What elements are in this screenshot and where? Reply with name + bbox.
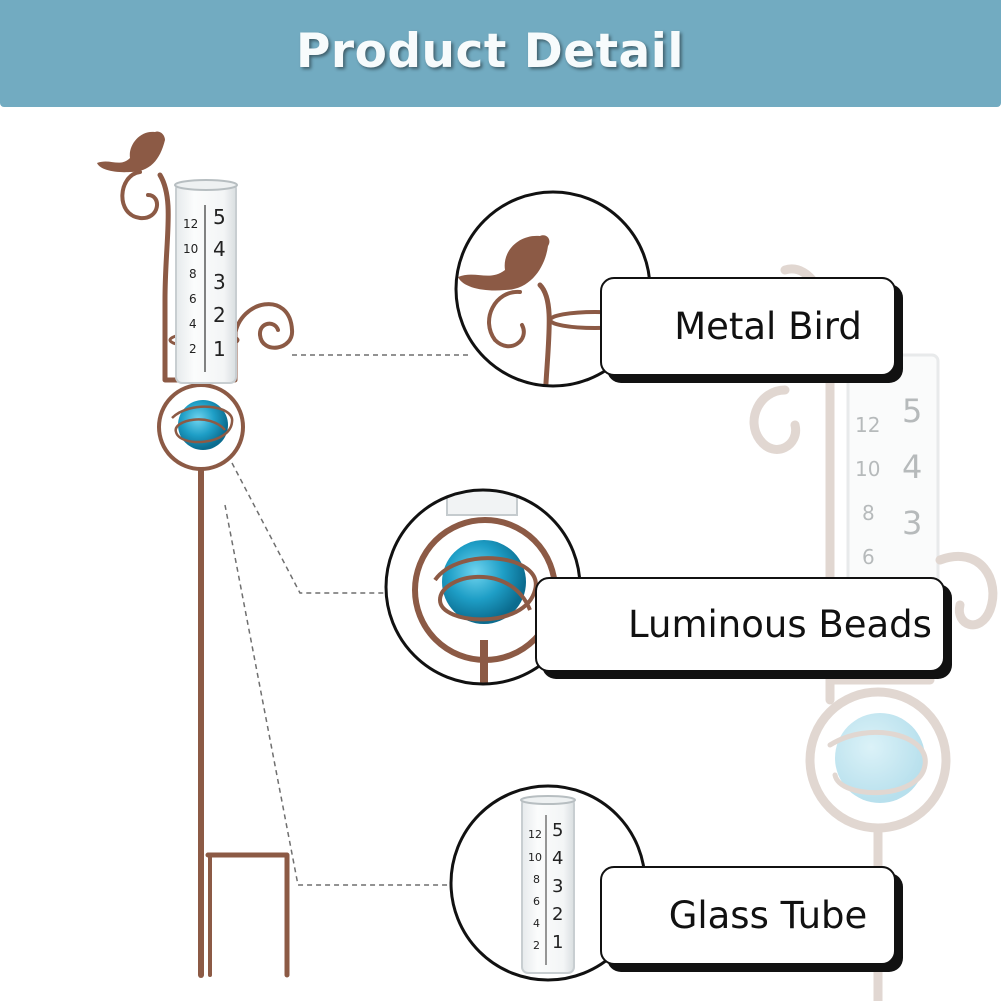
inch-label-3: 3 (213, 270, 226, 294)
leader-line-tube (224, 504, 452, 886)
callout-luminous-beads: Luminous Beads (535, 577, 945, 672)
ghost-cm-label-12: 12 (855, 413, 880, 437)
ghost-cm-label-6: 6 (862, 545, 875, 569)
inch-label-1: 1 (213, 337, 226, 361)
cm-label-4: 4 (189, 317, 197, 331)
tube-cm-label-12: 12 (528, 828, 542, 841)
cm-label-12: 12 (183, 217, 198, 231)
bird-icon (97, 131, 165, 173)
gauge-tube (174, 179, 238, 384)
tube-inch-label-3: 3 (552, 876, 563, 897)
tube-cm-label-4: 4 (533, 917, 540, 930)
rain-gauge (120, 170, 294, 978)
cm-label-6: 6 (189, 292, 197, 306)
leader-line-beads (231, 462, 388, 594)
tube-cm-label-6: 6 (533, 895, 540, 908)
tube-cm-label-10: 10 (528, 851, 542, 864)
cm-label-8: 8 (189, 267, 197, 281)
leader-lines (224, 354, 472, 886)
ghost-cm-label-10: 10 (855, 457, 880, 481)
tube-inch-label-5: 5 (552, 820, 563, 841)
ghost-inch-label-3: 3 (902, 504, 922, 542)
cm-label-10: 10 (183, 242, 198, 256)
page-title: Product Detail (295, 24, 684, 79)
tube-inch-label-4: 4 (552, 848, 563, 869)
header-banner: Product Detail (0, 0, 1001, 107)
tube-inch-label-1: 1 (552, 932, 563, 953)
ghost-cm-label-8: 8 (862, 501, 875, 525)
inch-label-5: 5 (213, 205, 226, 229)
ghost-inch-label-5: 5 (902, 392, 922, 430)
bead-icon (171, 400, 234, 450)
inch-label-2: 2 (213, 303, 226, 327)
inch-label-4: 4 (213, 237, 226, 261)
tube-cm-label-2: 2 (533, 939, 540, 952)
callout-glass-tube: Glass Tube (600, 866, 896, 965)
metal-bird-icon (458, 235, 550, 291)
tube-detail-circle: 12 10 8 6 4 2 5 4 3 2 1 (449, 784, 647, 982)
ghost-inch-label-4: 4 (902, 448, 922, 486)
tube-inch-label-2: 2 (552, 904, 563, 925)
tube-cm-label-8: 8 (533, 873, 540, 886)
cm-label-2: 2 (189, 342, 197, 356)
callout-metal-bird: Metal Bird (600, 277, 896, 376)
